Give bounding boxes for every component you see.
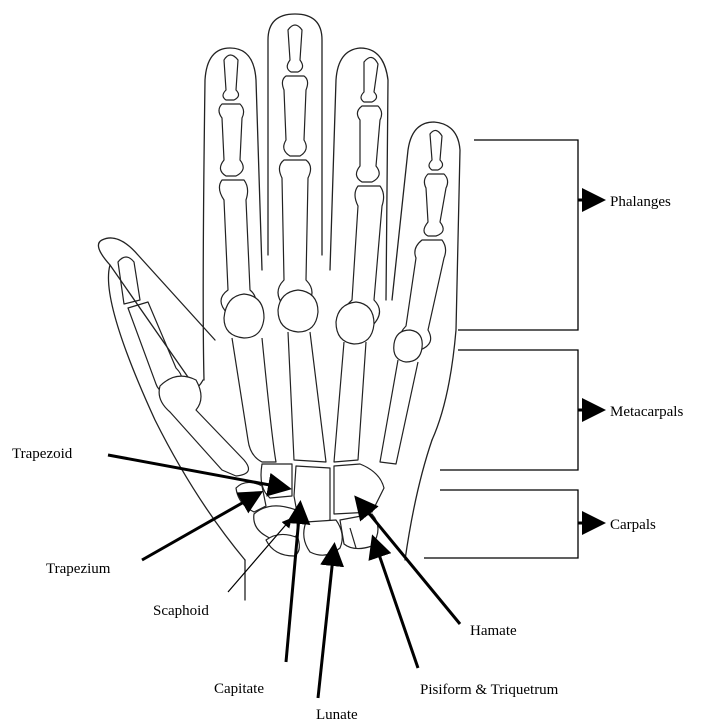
phalanges-bracket — [458, 140, 600, 330]
carpals-label: Carpals — [610, 517, 656, 533]
trapezium-label: Trapezium — [46, 561, 111, 577]
metacarpals-bracket — [440, 350, 600, 470]
trapezoid-label: Trapezoid — [12, 446, 73, 462]
hamate-label: Hamate — [470, 623, 517, 639]
bones — [118, 25, 448, 556]
labels: Phalanges Metacarpals Carpals Trapezoid … — [12, 194, 683, 723]
trapezium-arrow — [142, 494, 258, 560]
lunate-label: Lunate — [316, 707, 358, 723]
phalanges-label: Phalanges — [610, 194, 671, 210]
capitate-label: Capitate — [214, 681, 264, 697]
pisiform-triquetrum-label: Pisiform & Triquetrum — [420, 682, 559, 698]
lunate-arrow — [318, 548, 334, 698]
scaphoid-label: Scaphoid — [153, 603, 209, 619]
hamate-arrow — [358, 500, 460, 624]
carpals-bracket — [424, 490, 600, 558]
metacarpals-label: Metacarpals — [610, 404, 683, 420]
pisiform-triquetrum-arrow — [374, 540, 418, 668]
